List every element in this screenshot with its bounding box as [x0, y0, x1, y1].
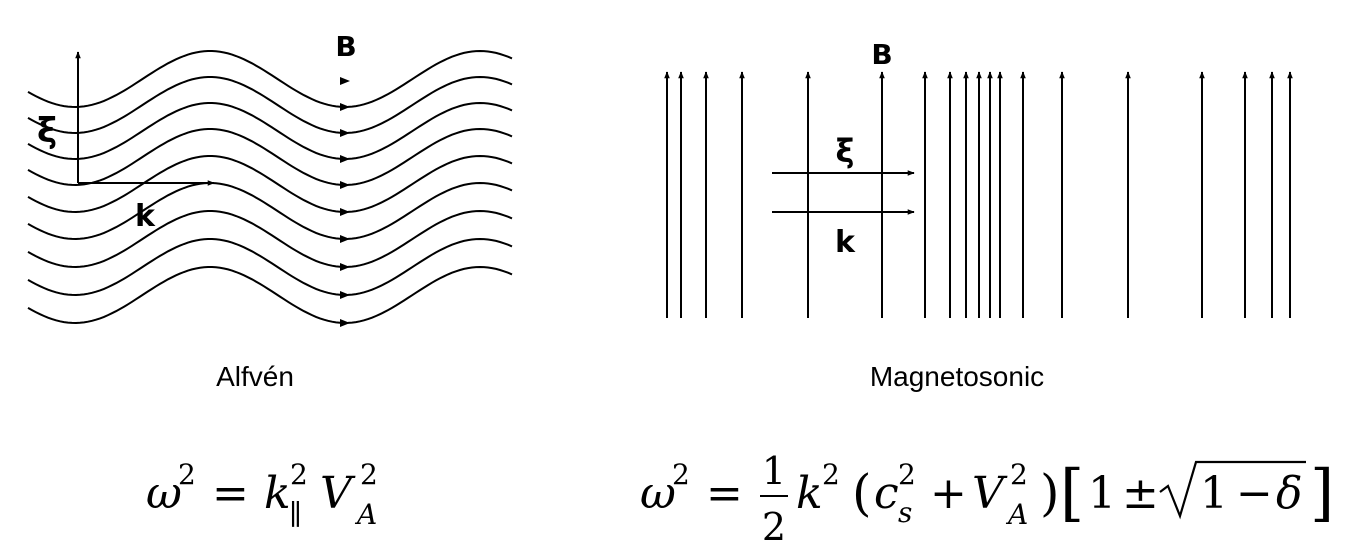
ms-eq-c-sub: s — [898, 496, 912, 529]
ms-eq-rbracket: ] — [1310, 456, 1334, 529]
alfven-field-line — [27, 101, 513, 161]
magnetosonic-diagram: B ξ k Magnetosonic — [664, 38, 1293, 392]
alfven-eq-k-power: 2 — [290, 458, 308, 491]
ms-eq-plusminus: ± — [1122, 468, 1159, 519]
alfven-b-arrowhead — [340, 319, 350, 327]
alfven-b-arrows — [340, 77, 350, 327]
ms-eq-one: 1 — [1088, 468, 1116, 519]
alfven-eq-omega-power: 2 — [178, 458, 196, 491]
magnetosonic-xi-label: ξ — [836, 132, 855, 170]
ms-eq-v-power: 2 — [1010, 458, 1028, 491]
alfven-eq-equals: = — [212, 468, 249, 519]
ms-eq-lparen: ( — [852, 464, 872, 522]
alfven-b-label: B — [335, 30, 356, 63]
magnetosonic-k-label: k — [835, 225, 856, 260]
ms-eq-c: c — [874, 468, 899, 519]
alfven-field-line — [27, 265, 513, 325]
ms-eq-v: V — [972, 468, 1008, 519]
alfven-field-lines — [27, 49, 513, 325]
magnetosonic-caption: Magnetosonic — [870, 361, 1044, 392]
alfven-b-arrowhead — [340, 291, 350, 299]
ms-eq-omega-power: 2 — [672, 458, 690, 491]
ms-eq-c-power: 2 — [898, 458, 916, 491]
ms-eq-k: k — [796, 468, 823, 519]
magnetosonic-b-label: B — [871, 38, 892, 71]
ms-eq-equals: = — [706, 468, 743, 519]
ms-eq-one-b: 1 — [1200, 468, 1228, 519]
alfven-b-arrowhead — [340, 235, 350, 243]
alfven-field-line — [27, 127, 513, 187]
alfven-eq-v: V — [320, 468, 356, 519]
ms-eq-plus: + — [930, 468, 967, 519]
ms-eq-frac-denominator: 2 — [762, 505, 786, 549]
ms-eq-lbracket: [ — [1060, 456, 1084, 529]
alfven-b-arrowhead — [340, 263, 350, 271]
alfven-b-arrowhead — [340, 155, 350, 163]
alfven-eq-k: k — [264, 468, 291, 519]
alfven-eq-omega: ω — [146, 468, 182, 519]
ms-eq-sqrt-sign — [1159, 460, 1306, 520]
alfven-field-line — [27, 75, 513, 135]
ms-eq-k-power: 2 — [822, 458, 840, 491]
alfven-field-line — [27, 49, 513, 109]
ms-eq-omega: ω — [640, 468, 676, 519]
alfven-field-line — [27, 237, 513, 297]
ms-eq-minus: − — [1236, 468, 1273, 519]
alfven-b-arrowhead — [340, 77, 350, 85]
alfven-dispersion-relation: ω 2 = k 2 ∥ V 2 A — [146, 458, 378, 531]
alfven-eq-k-sub: ∥ — [289, 498, 302, 531]
magnetosonic-dispersion-relation: ω 2 = 1 2 k 2 ( c 2 s + V 2 A ) [ 1 ± 1 … — [640, 449, 1334, 549]
alfven-xi-label: ξ — [37, 111, 57, 151]
magnetosonic-field-lines — [664, 71, 1293, 318]
alfven-field-line — [27, 181, 513, 241]
ms-eq-rparen: ) — [1040, 464, 1060, 522]
alfven-diagram: B ξ k Alfvén — [27, 30, 513, 392]
alfven-b-arrowhead — [340, 103, 350, 111]
alfven-eq-v-sub: A — [354, 498, 377, 531]
alfven-field-line — [27, 209, 513, 269]
alfven-b-arrowhead — [340, 129, 350, 137]
ms-eq-delta: δ — [1276, 468, 1303, 519]
alfven-k-label: k — [135, 199, 156, 234]
alfven-eq-v-power: 2 — [360, 458, 378, 491]
alfven-field-line — [27, 154, 513, 214]
alfven-b-arrowhead — [340, 181, 350, 189]
alfven-caption: Alfvén — [216, 361, 294, 392]
ms-eq-frac-numerator: 1 — [762, 449, 786, 493]
ms-eq-v-sub: A — [1005, 498, 1028, 531]
alfven-b-arrowhead — [340, 208, 350, 216]
